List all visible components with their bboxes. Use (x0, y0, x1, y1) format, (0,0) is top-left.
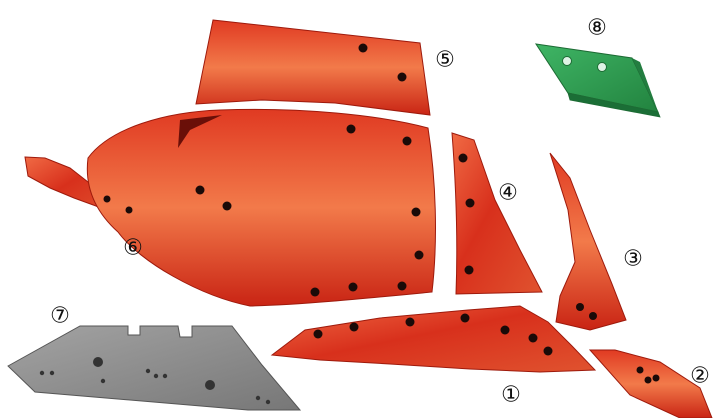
part-mouldboard (25, 109, 435, 306)
label-top-wing: ⑤ (435, 48, 455, 73)
part-point-green (536, 44, 660, 117)
label-blade-grey: ⑦ (50, 304, 70, 329)
part-blade-grey (8, 326, 300, 410)
label-shin-piece: ③ (623, 247, 643, 272)
label-wing-piece: ④ (498, 181, 518, 206)
part-share (272, 306, 595, 372)
part-top-wing (196, 20, 430, 115)
part-shin-piece (550, 153, 626, 330)
label-mouldboard: ⑥ (123, 236, 143, 261)
label-shin-tip: ② (690, 364, 710, 389)
label-share: ① (501, 383, 521, 408)
part-wing-piece (452, 133, 542, 294)
label-point-green: ⑧ (587, 16, 607, 41)
